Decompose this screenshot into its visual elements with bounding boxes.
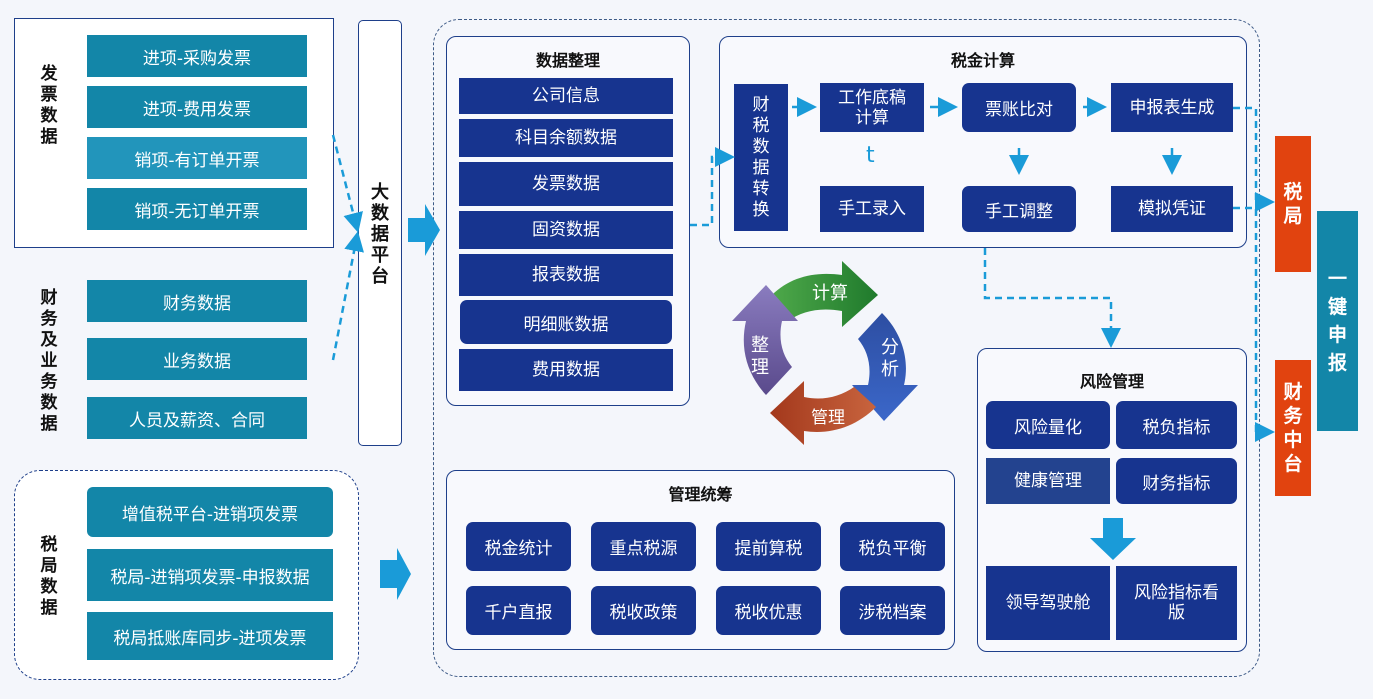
finance-center-target-label: 财务中台 (1283, 381, 1303, 475)
cycle-label-organize: 整理 (751, 335, 769, 378)
block-arrow-taxbureau-to-main (380, 548, 411, 600)
cycle-arrow-analyze (852, 313, 918, 421)
data-org-item[interactable]: 报表数据 (459, 254, 673, 296)
cycle-label-analyze: 分析 (881, 337, 899, 380)
data-org-item[interactable]: 费用数据 (459, 349, 673, 391)
management-item[interactable]: 税收政策 (591, 586, 696, 635)
invoice-item[interactable]: 销项-有订单开票 (87, 137, 307, 179)
finance-data-label: 财务及业务数据 (40, 288, 58, 434)
tax-calc-title: 税金计算 (950, 51, 1015, 70)
data-org-title: 数据整理 (535, 51, 600, 70)
tax-bureau-target-label: 税局 (1283, 181, 1303, 227)
finance-tax-convert-label: 财税数据转换 (752, 94, 770, 220)
invoice-data-label: 发票数据 (40, 64, 58, 147)
management-item[interactable]: 税负平衡 (840, 522, 945, 571)
finance-tax-convert[interactable]: 财税数据转换 (734, 84, 788, 231)
finance-item[interactable]: 业务数据 (87, 338, 307, 380)
finance-item[interactable]: 人员及薪资、合同 (87, 397, 307, 439)
invoice-item[interactable]: 进项-费用发票 (87, 86, 307, 128)
management-title: 管理统筹 (668, 485, 733, 504)
manual-adjust[interactable]: 手工调整 (962, 186, 1076, 232)
simulated-voucher[interactable]: 模拟凭证 (1111, 186, 1233, 232)
manual-entry[interactable]: 手工录入 (820, 186, 924, 232)
data-org-item[interactable]: 明细账数据 (460, 300, 672, 344)
connector-invoice-to-platform (331, 134, 363, 233)
cycle-label-organize-a: 整 (751, 335, 769, 356)
cycle-label-manage: 管理 (811, 408, 845, 428)
tax-bureau-target[interactable]: 税局 (1275, 136, 1311, 272)
health-management[interactable]: 健康管理 (986, 458, 1110, 504)
data-org-item[interactable]: 科目余额数据 (459, 119, 673, 157)
cycle-arrow-organize (732, 285, 798, 395)
cycle-arrow-calc (772, 261, 878, 327)
connector-finance-to-platform (331, 231, 364, 361)
big-data-platform-label: 大数据平台 (371, 182, 389, 287)
one-click-declare-label: 一键申报 (1327, 268, 1347, 374)
finance-item[interactable]: 财务数据 (87, 280, 307, 322)
t-mark: t (866, 143, 875, 168)
management-item[interactable]: 税收优惠 (716, 586, 821, 635)
invoice-item[interactable]: 销项-无订单开票 (87, 188, 307, 230)
taxbureau-item[interactable]: 税局抵账库同步-进项发票 (87, 612, 333, 660)
cycle-label-organize-b: 理 (751, 357, 769, 378)
cycle-label-analyze-a: 分 (881, 337, 899, 358)
management-item[interactable]: 涉税档案 (840, 586, 945, 635)
cycle-label-calc: 计算 (812, 283, 848, 304)
taxbureau-data-label: 税局数据 (40, 535, 58, 618)
data-org-item[interactable]: 固资数据 (459, 211, 673, 249)
cycle-label-analyze-b: 析 (881, 359, 899, 380)
management-item[interactable]: 提前算税 (716, 522, 821, 571)
cycle-arrow-manage (770, 381, 876, 445)
cycle-diagram: 计算 分析 管理 整理 (732, 261, 918, 445)
leader-cockpit[interactable]: 领导驾驶舱 (986, 566, 1110, 640)
data-org-item[interactable]: 公司信息 (459, 78, 673, 114)
taxbureau-item[interactable]: 税局-进销项发票-申报数据 (87, 549, 333, 601)
workpaper-calc[interactable]: 工作底稿计算 (820, 83, 924, 132)
management-item[interactable]: 重点税源 (591, 522, 696, 571)
declaration-generate[interactable]: 申报表生成 (1111, 83, 1233, 132)
down-arrow-icon (1090, 518, 1136, 560)
risk-index-board[interactable]: 风险指标看版 (1116, 566, 1237, 640)
risk-title: 风险管理 (1079, 372, 1144, 391)
taxbureau-item[interactable]: 增值税平台-进销项发票 (87, 487, 333, 537)
invoice-item[interactable]: 进项-采购发票 (87, 35, 307, 77)
tax-burden-index[interactable]: 税负指标 (1116, 401, 1237, 449)
one-click-declare[interactable]: 一键申报 (1317, 211, 1358, 431)
finance-center-target[interactable]: 财务中台 (1275, 360, 1311, 496)
data-org-item[interactable]: 发票数据 (459, 162, 673, 206)
management-item[interactable]: 税金统计 (466, 522, 571, 571)
risk-quantify[interactable]: 风险量化 (986, 401, 1110, 449)
management-item[interactable]: 千户直报 (466, 586, 571, 635)
financial-index[interactable]: 财务指标 (1116, 458, 1237, 504)
invoice-ledger-compare[interactable]: 票账比对 (962, 83, 1076, 132)
